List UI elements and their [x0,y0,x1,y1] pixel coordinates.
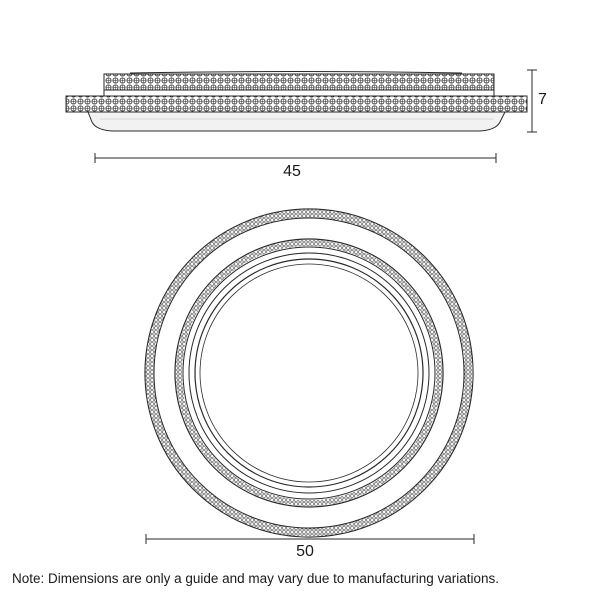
top-view-outer-crystal-ring [145,209,473,537]
height-dimension-label: 7 [538,91,547,108]
top-view-inner-crystal-ring [176,240,442,506]
top-view-outer-ring-outer [144,208,474,538]
top-view-inner-ring-outer [174,238,444,508]
side-view-lower-crystal-band [65,95,528,113]
disclaimer-note: Note: Dimensions are only a guide and ma… [12,571,500,586]
side-view-upper-crystal-band [103,73,495,91]
top-width-dimension [145,534,475,544]
side-view-base [87,111,506,132]
top-view-outer-ring-inner [153,217,465,529]
side-view-top-cap [129,71,463,74]
top-view [144,208,474,538]
side-view [65,71,528,132]
side-width-dimension [94,153,497,163]
top-view-inner-ring-inner [182,246,436,500]
top-view-diffuser-edge [194,258,424,488]
top-width-dimension-label: 50 [296,543,314,560]
top-view-diffuser-ring [188,252,430,494]
height-dimension [527,69,537,133]
top-view-centre-panel [199,263,419,483]
side-width-dimension-label: 45 [283,163,301,180]
